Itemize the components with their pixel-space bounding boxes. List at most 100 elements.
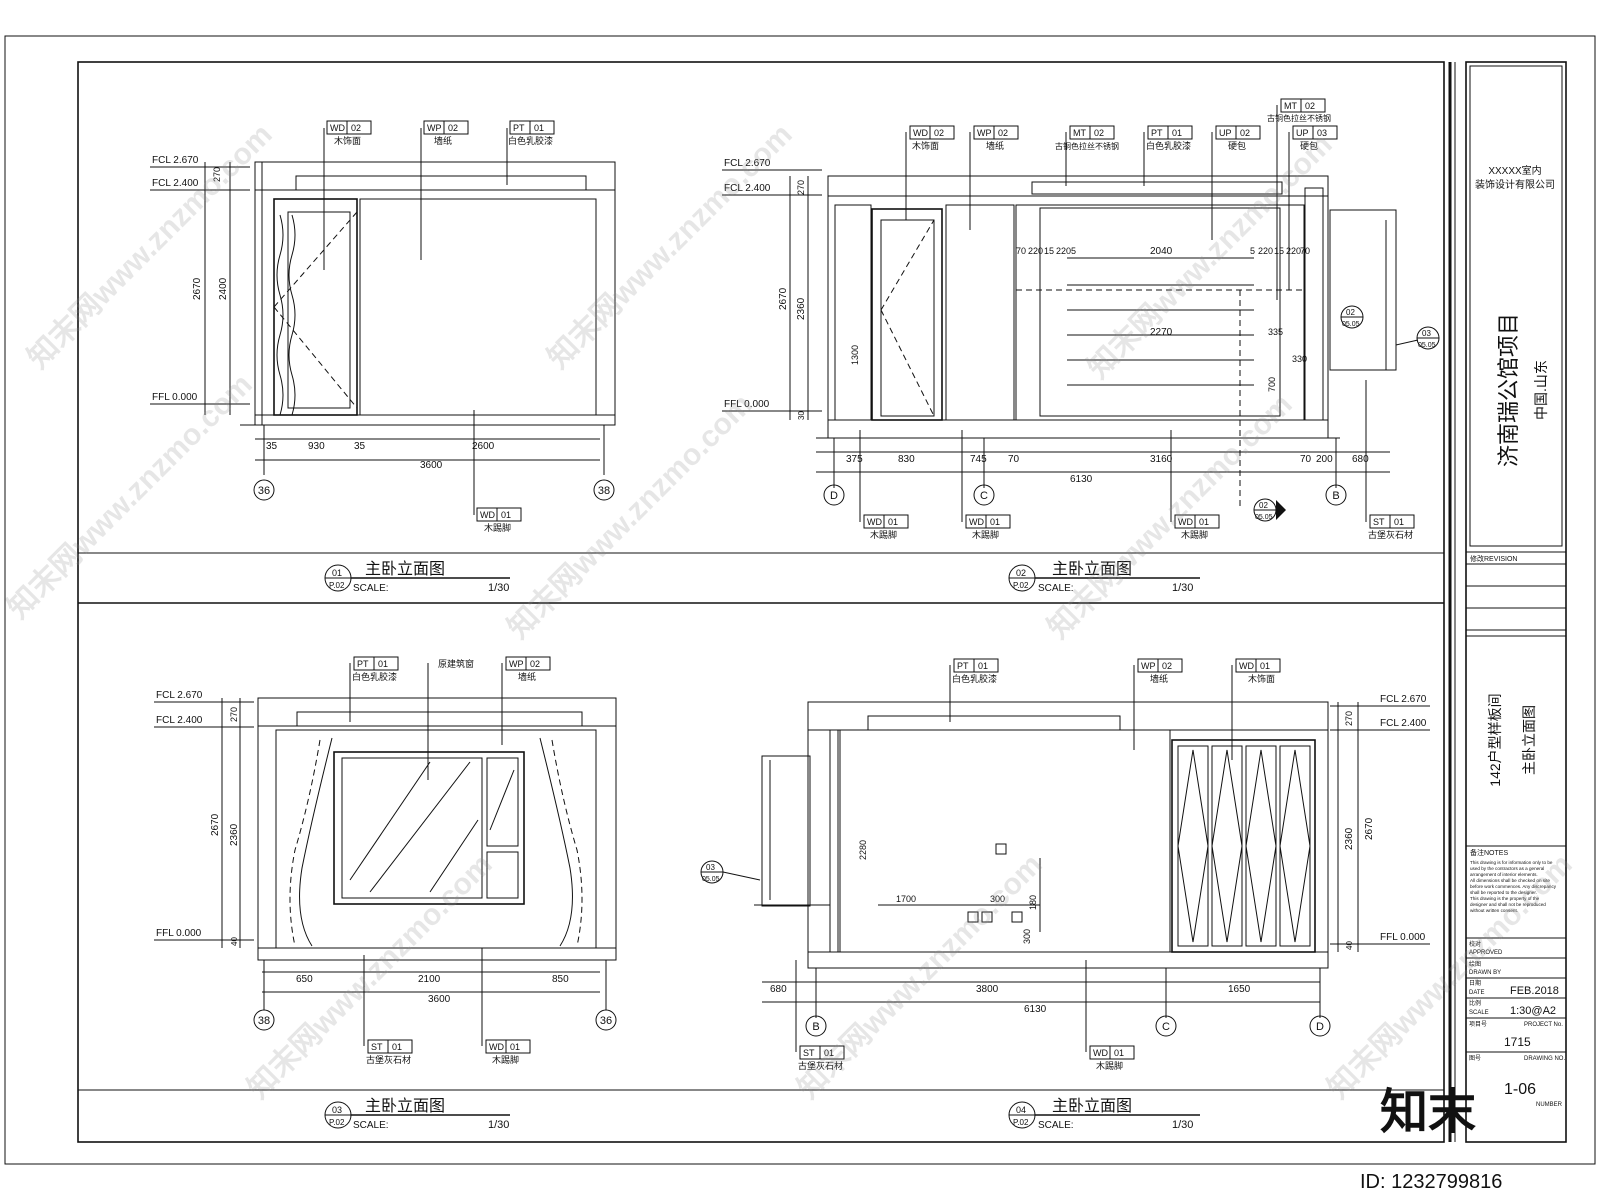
svg-text:古堡灰石材: 古堡灰石材 [798,1060,843,1071]
svg-text:FCL 2.670: FCL 2.670 [1380,694,1427,705]
panel-title: 主卧立面图 [365,560,445,578]
svg-text:PT: PT [513,123,525,133]
drawing-frame [77,61,1445,1143]
svg-text:5: 5 [1250,246,1255,256]
svg-text:2360: 2360 [229,823,240,846]
notes-title: 备注NOTES [1470,848,1508,857]
svg-text:白色乳胶漆: 白色乳胶漆 [508,135,553,146]
svg-text:比例: 比例 [1469,999,1481,1007]
svg-text:WP: WP [427,123,442,133]
svg-text:WD: WD [867,517,882,527]
svg-text:P.02: P.02 [1013,581,1029,590]
svg-text:图号: 图号 [1469,1055,1481,1062]
svg-text:ST: ST [1373,517,1385,527]
svg-text:FCL 2.400: FCL 2.400 [1380,718,1427,729]
elevation-02: D C B 375 830 745 70 3160 70 200 680 613… [722,158,1440,522]
svg-text:知末网www.znzmo.com: 知末网www.znzmo.com [1082,128,1339,385]
svg-text:02: 02 [1094,128,1104,138]
svg-text:200: 200 [1316,454,1333,465]
h-dim: 930 [308,441,325,452]
svg-text:01: 01 [1260,661,1270,671]
svg-text:01: 01 [392,1042,402,1052]
svg-text:680: 680 [1352,454,1369,465]
elevation-03: 38 36 650 2100 850 3600 270 2670 2360 40… [154,690,617,1031]
project-location: 中国.山东 [1533,360,1549,420]
svg-text:without written consent.: without written consent. [1470,908,1518,913]
svg-text:330: 330 [1292,354,1307,364]
svg-text:270: 270 [796,180,806,195]
axis-label: D [830,490,838,502]
axis-label: C [1162,1021,1170,1033]
svg-text:2100: 2100 [418,974,441,985]
elevation-04: 2280 1700 300 180 300 B C D 680 3800 165… [700,694,1430,1037]
svg-text:270: 270 [1344,711,1354,726]
svg-text:日期: 日期 [1469,979,1481,987]
v-dim: 2400 [218,277,229,300]
svg-text:01: 01 [501,510,511,520]
svg-text:APPROVED: APPROVED [1469,950,1503,956]
drawing-name: 142户型样板间 [1487,693,1503,786]
svg-text:375: 375 [846,454,863,465]
svg-text:木踢脚: 木踢脚 [492,1054,519,1065]
project-number: 1715 [1504,1035,1531,1049]
svg-text:PT: PT [1151,128,1163,138]
svg-text:used by the contractors as a g: used by the contractors as a general [1470,866,1544,871]
svg-text:WP: WP [977,128,992,138]
svg-text:SCALE:: SCALE: [353,583,389,594]
svg-text:ST: ST [371,1042,383,1052]
revision-label: 修改REVISION [1470,554,1517,563]
svg-text:2670: 2670 [210,813,221,836]
svg-text:designer and shall not be repr: designer and shall not be reproduced [1470,902,1546,907]
svg-text:05.05: 05.05 [1255,514,1273,521]
svg-text:知末网www.znzmo.com: 知末网www.znzmo.com [242,848,499,1105]
svg-text:WD: WD [330,123,345,133]
svg-text:05.05: 05.05 [702,876,720,883]
svg-text:3160: 3160 [1150,454,1173,465]
h-dim-total: 3600 [428,994,451,1005]
svg-text:古堡灰石材: 古堡灰石材 [1368,529,1413,540]
svg-text:FCL 2.400: FCL 2.400 [724,183,771,194]
axis-label: 38 [258,1015,270,1027]
wallpaper-area [275,729,597,949]
panel-title: 主卧立面图 [1052,1097,1132,1115]
svg-text:220: 220 [1286,246,1301,256]
svg-text:WP: WP [1141,661,1156,671]
svg-text:FFL 0.000: FFL 0.000 [1380,932,1426,943]
svg-text:1/30: 1/30 [1172,582,1193,594]
curtain-left [299,737,333,947]
svg-text:绘图: 绘图 [1469,960,1481,968]
axis-label: 36 [600,1015,612,1027]
svg-text:02: 02 [1346,308,1355,317]
svg-text:3800: 3800 [976,984,999,995]
wallpaper-area [839,729,1171,953]
elevation-01: 36 38 35 930 35 2600 3600 270 2670 2400 … [150,155,616,501]
svg-text:01: 01 [510,1042,520,1052]
svg-text:FCL 2.670: FCL 2.670 [724,158,771,169]
svg-text:1300: 1300 [850,345,860,365]
svg-text:04: 04 [1016,1105,1026,1115]
headboard [1015,204,1305,421]
svg-text:300: 300 [1022,929,1032,944]
panel-title-04: 04P.02 主卧立面图 SCALE: 1/30 [1008,1097,1200,1131]
axis-label: B [812,1021,819,1033]
svg-text:木饰面: 木饰面 [334,135,361,146]
svg-text:03: 03 [332,1105,342,1115]
panel-title: 主卧立面图 [1052,560,1132,578]
wardrobe [1171,739,1316,953]
svg-text:硬包: 硬包 [1300,140,1318,151]
svg-text:墙纸: 墙纸 [518,671,536,682]
svg-text:01: 01 [534,123,544,133]
svg-text:650: 650 [296,974,313,985]
svg-text:WD: WD [1239,661,1254,671]
svg-text:This drawing is for informatio: This drawing is for information only to … [1470,860,1553,865]
level-fcl: FCL 2.400 [152,178,199,189]
window [761,755,811,907]
svg-text:02: 02 [448,123,458,133]
svg-text:02: 02 [530,659,540,669]
svg-text:FCL 2.670: FCL 2.670 [156,690,203,701]
svg-text:2205: 2205 [1056,246,1076,256]
svg-text:2360: 2360 [796,297,807,320]
svg-text:ST: ST [803,1048,815,1058]
svg-text:02: 02 [1162,661,1172,671]
